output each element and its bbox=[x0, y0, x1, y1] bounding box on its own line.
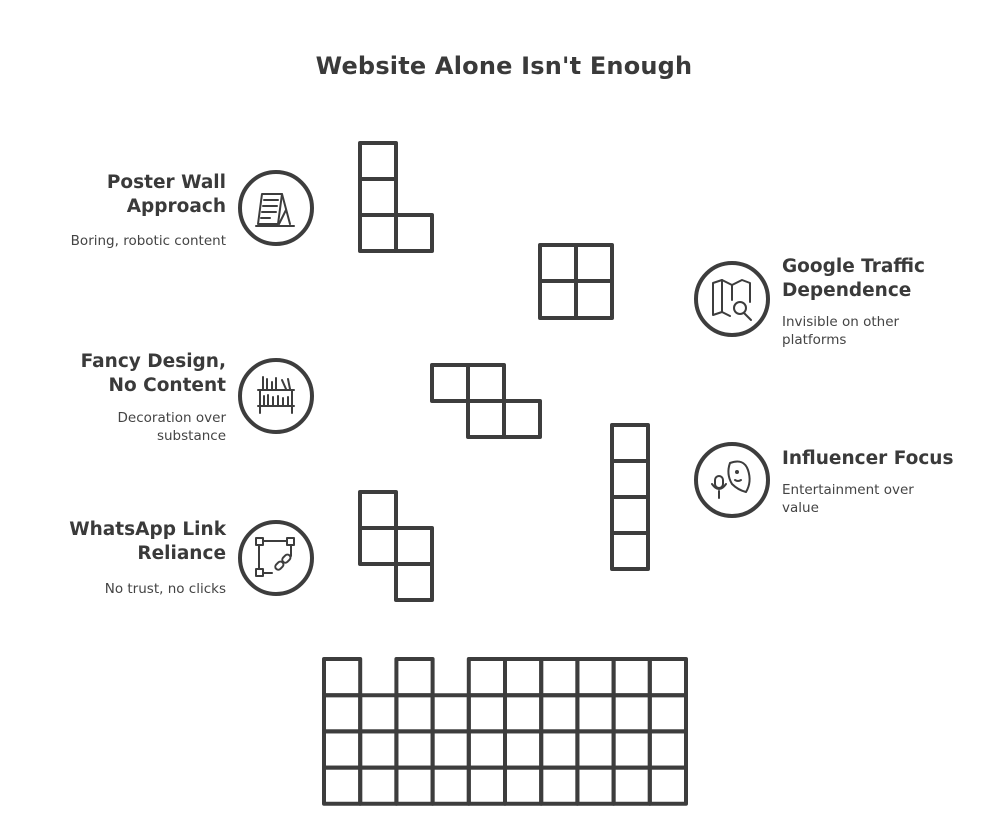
grid-block bbox=[394, 693, 435, 734]
grid-block bbox=[466, 657, 507, 698]
grid-block bbox=[503, 657, 544, 698]
item-influencer-description: Entertainment over value bbox=[782, 481, 914, 517]
tetromino-s-piece bbox=[358, 490, 434, 602]
grid-block bbox=[647, 693, 688, 734]
grid-block bbox=[611, 729, 652, 770]
grid-block bbox=[611, 765, 652, 806]
grid-block bbox=[503, 765, 544, 806]
grid-block bbox=[430, 693, 471, 734]
desc-line: Boring, robotic content bbox=[70, 233, 226, 249]
grid-block bbox=[358, 729, 399, 770]
grid-block bbox=[430, 765, 471, 806]
item-poster-wall-description: Boring, robotic content bbox=[71, 232, 226, 250]
grid-block bbox=[394, 657, 435, 698]
desc-line: Invisible on other bbox=[782, 314, 900, 330]
heading-line: Influencer Focus bbox=[782, 448, 954, 469]
grid-block bbox=[466, 729, 507, 770]
grid-block bbox=[503, 693, 544, 734]
diagram-title: Website Alone Isn't Enough bbox=[315, 52, 693, 80]
item-fancy-design-heading: Fancy Design, No Content bbox=[81, 350, 226, 398]
grid-block bbox=[539, 657, 580, 698]
poster-easel-icon bbox=[238, 170, 314, 246]
influencer-mic-icon bbox=[694, 442, 770, 518]
heading-line: Approach bbox=[126, 196, 226, 217]
heading-line: Poster Wall bbox=[106, 172, 226, 193]
grid-block bbox=[647, 657, 688, 698]
desc-line: platforms bbox=[782, 332, 847, 348]
desc-line: No trust, no clicks bbox=[104, 581, 226, 597]
item-fancy-design-description: Decoration over substance bbox=[118, 409, 226, 445]
tetromino-z-piece bbox=[430, 363, 542, 439]
grid-block bbox=[322, 729, 363, 770]
grid-block bbox=[539, 765, 580, 806]
grid-block bbox=[575, 657, 616, 698]
tetromino-l-piece bbox=[358, 141, 434, 253]
item-google-traffic-heading: Google Traffic Dependence bbox=[782, 255, 925, 303]
desc-line: substance bbox=[156, 428, 226, 444]
grid-block bbox=[430, 729, 471, 770]
map-search-icon bbox=[694, 261, 770, 337]
grid-block bbox=[358, 765, 399, 806]
heading-line: No Content bbox=[108, 375, 227, 396]
grid-block bbox=[466, 693, 507, 734]
grid-block bbox=[503, 729, 544, 770]
heading-line: Dependence bbox=[782, 280, 912, 301]
heading-line: Google Traffic bbox=[782, 256, 925, 277]
grid-block bbox=[322, 657, 363, 698]
grid-block bbox=[575, 765, 616, 806]
desc-line: Entertainment over bbox=[782, 482, 914, 498]
grid-block bbox=[647, 729, 688, 770]
heading-line: Reliance bbox=[137, 543, 226, 564]
grid-block bbox=[322, 693, 363, 734]
desc-line: Decoration over bbox=[117, 410, 226, 426]
grid-block bbox=[611, 657, 652, 698]
link-frame-icon bbox=[238, 520, 314, 596]
desc-line: value bbox=[782, 500, 819, 516]
tetromino-i-piece bbox=[610, 423, 650, 571]
item-whatsapp-heading: WhatsApp Link Reliance bbox=[69, 518, 226, 566]
tetromino-o-piece bbox=[538, 243, 614, 320]
heading-line: Fancy Design, bbox=[80, 351, 226, 372]
item-google-traffic-description: Invisible on other platforms bbox=[782, 313, 899, 349]
item-whatsapp-description: No trust, no clicks bbox=[105, 580, 226, 598]
heading-line: WhatsApp Link bbox=[69, 519, 226, 540]
item-influencer-heading: Influencer Focus bbox=[782, 447, 953, 471]
grid-block bbox=[575, 693, 616, 734]
item-poster-wall-heading: Poster Wall Approach bbox=[107, 171, 226, 219]
grid-block bbox=[539, 693, 580, 734]
grid-block bbox=[539, 729, 580, 770]
grid-block bbox=[394, 765, 435, 806]
grid-block bbox=[358, 693, 399, 734]
grid-block bbox=[647, 765, 688, 806]
grid-block bbox=[575, 729, 616, 770]
grid-block bbox=[466, 765, 507, 806]
stacked-block-grid bbox=[322, 657, 688, 806]
grid-block bbox=[322, 765, 363, 806]
grid-block bbox=[394, 729, 435, 770]
grid-block bbox=[611, 693, 652, 734]
bookshelf-icon bbox=[238, 358, 314, 434]
